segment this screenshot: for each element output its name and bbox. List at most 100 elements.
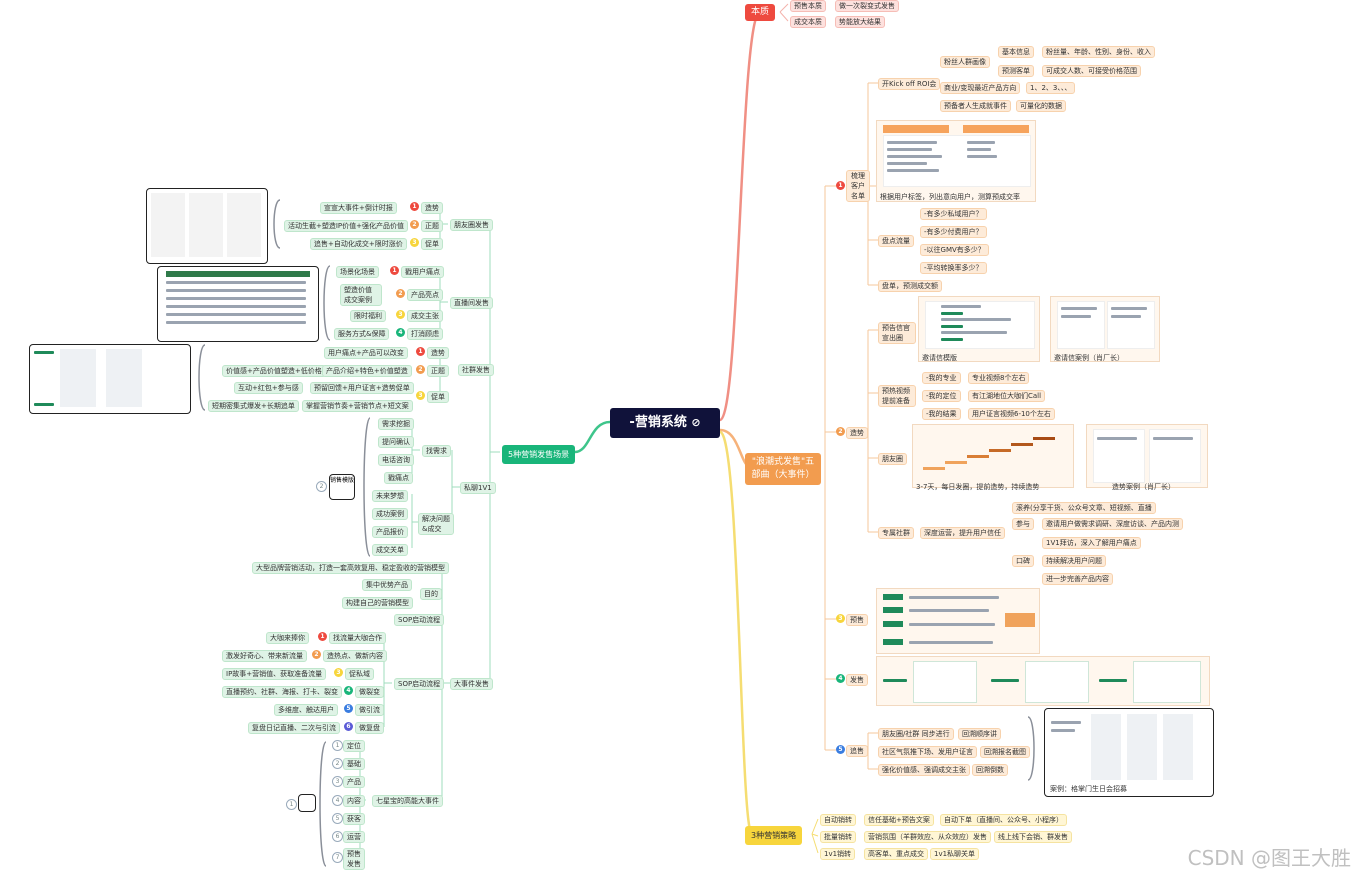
seven-group-box[interactable]: [298, 794, 316, 812]
sop-row-6-tag[interactable]: 做复盘: [355, 722, 384, 734]
seven-3[interactable]: 产品: [343, 776, 365, 788]
live-row-1-tag[interactable]: 戳用户痛点: [401, 266, 444, 278]
event-seven[interactable]: 七星宝的高能大事件: [372, 795, 443, 807]
followup-c-value[interactable]: 回溯倒数: [972, 764, 1008, 776]
followup-b-value[interactable]: 回溯报名截图: [980, 746, 1030, 758]
step-5-label[interactable]: 追售: [846, 745, 868, 757]
group-row-3-tag[interactable]: 促单: [427, 391, 449, 403]
pool-item-2[interactable]: -有多少付费用户？: [920, 226, 987, 238]
live-row-4[interactable]: 服务方式&保障: [334, 328, 390, 340]
deep-ops-node[interactable]: 深度运营，提升用户信任: [920, 527, 1005, 539]
pool-item-4[interactable]: -平均转换率多少？: [920, 262, 987, 274]
video-item-1-value[interactable]: 专业视频8个左右: [968, 372, 1030, 384]
scene-moments[interactable]: 朋友圈发售: [450, 219, 493, 231]
scene-live[interactable]: 直播间发售: [450, 297, 493, 309]
event-sop[interactable]: SOP启动流程: [394, 678, 445, 690]
video-node[interactable]: 预热视频提前准备: [878, 385, 916, 407]
strategy-3-mid[interactable]: 高客单、重点成交: [864, 848, 928, 860]
video-item-3[interactable]: -我的结果: [922, 408, 961, 420]
essence-deal[interactable]: 成交本质: [790, 16, 826, 28]
reputation-node[interactable]: 口碑: [1012, 555, 1034, 567]
event-goal-1[interactable]: 集中优势产品: [362, 579, 412, 591]
basic-info-value[interactable]: 粉丝量、年龄、性别、身份、收入: [1042, 46, 1155, 58]
video-item-1[interactable]: -我的专业: [922, 372, 961, 384]
strategy-2-mid[interactable]: 营销氛围（羊群效应、从众效应）发售: [864, 831, 991, 843]
sop-row-3-tag[interactable]: 促私域: [345, 668, 374, 680]
biz-value[interactable]: 1、2、3、、、: [1026, 82, 1076, 94]
moments-row-1[interactable]: 宣宣大事件+倒计时报: [320, 202, 397, 214]
step-2-label[interactable]: 造势: [846, 427, 868, 439]
sop-row-3[interactable]: IP故事+营销值、获取准备流量: [222, 668, 327, 680]
step-1-label[interactable]: 梳理客户名单: [846, 170, 870, 202]
sop-row-5[interactable]: 多维度、触达用户: [274, 704, 338, 716]
branch-five-steps[interactable]: "浪潮式发售"五部曲（大事件）: [745, 453, 821, 485]
event-goal[interactable]: 目的: [420, 588, 442, 600]
moments-row-2-tag[interactable]: 正题: [421, 220, 443, 232]
budget-node[interactable]: 预测客单: [998, 65, 1034, 77]
essence-deal-value[interactable]: 势能放大结果: [835, 16, 885, 28]
group-row-1-tag[interactable]: 造势: [427, 347, 449, 359]
group-row-1[interactable]: 用户痛点+产品可以改变: [324, 347, 408, 359]
group-row-4[interactable]: 短期密集式爆发+长期追单: [208, 400, 299, 412]
live-row-1[interactable]: 场景化场景: [336, 266, 379, 278]
live-row-3-tag[interactable]: 成交主张: [407, 310, 443, 322]
seven-6[interactable]: 运营: [343, 831, 365, 843]
private-find-2[interactable]: 提问确认: [378, 436, 414, 448]
strategy-3-end[interactable]: 1v1私聊关单: [930, 848, 980, 860]
group-row-3[interactable]: 互动+红包+参与感: [234, 382, 303, 394]
private-solve-4[interactable]: 成交关单: [372, 544, 408, 556]
sop-row-2-tag[interactable]: 造热点、做新内容: [323, 650, 387, 662]
sop-row-5-tag[interactable]: 做引流: [355, 704, 384, 716]
scene-group[interactable]: 社群发售: [458, 364, 494, 376]
step-3-label[interactable]: 预售: [846, 614, 868, 626]
event-node[interactable]: 预备者人生成就事件: [940, 100, 1011, 112]
reputation-item-3[interactable]: 进一步完善产品内容: [1042, 573, 1113, 585]
live-row-3[interactable]: 限时福利: [350, 310, 386, 322]
branch-three-strategies[interactable]: 3种营销策略: [745, 826, 803, 845]
sum-node[interactable]: 盘单，预测成交额: [878, 280, 942, 292]
event-sop-pre[interactable]: SOP启动流程: [394, 614, 445, 626]
moments-row-3[interactable]: 追售+自动化成交+限时涨价: [310, 238, 407, 250]
group-row-4b[interactable]: 掌握营销节奏+营销节点+短文案: [302, 400, 413, 412]
seven-2[interactable]: 基础: [343, 758, 365, 770]
branch-five-scenes[interactable]: 5种营销发售场景: [502, 445, 576, 464]
root-node[interactable]: -营销系统 ⊘: [610, 408, 720, 438]
group-row-2b[interactable]: 产品介绍+特色+价值塑造: [322, 365, 412, 377]
step-4-label[interactable]: 发售: [846, 674, 868, 686]
private-find-1[interactable]: 需求挖掘: [378, 418, 414, 430]
pool-node[interactable]: 盘点流量: [878, 235, 914, 247]
private-solve-2[interactable]: 成功案例: [372, 508, 408, 520]
participate-node[interactable]: 参与: [1012, 518, 1034, 530]
strategy-2-label[interactable]: 批量销转: [820, 831, 856, 843]
event-value[interactable]: 可量化的数据: [1016, 100, 1066, 112]
biz-node[interactable]: 商业/变现最近产品方向: [940, 82, 1021, 94]
sop-row-6[interactable]: 复盘日记直播、二次与引流: [248, 722, 340, 734]
private-find-4[interactable]: 戳痛点: [384, 472, 413, 484]
scene-event[interactable]: 大事件发售: [450, 678, 493, 690]
scene-private[interactable]: 私聊1V1: [460, 482, 496, 494]
live-row-2-tag[interactable]: 产品亮点: [407, 289, 443, 301]
pool-item-3[interactable]: -以往GMV有多少？: [920, 244, 989, 256]
video-item-2-value[interactable]: 有江湖地位大咖们Call: [968, 390, 1046, 402]
private-find[interactable]: 找需求: [422, 445, 451, 457]
moments-row-1-tag[interactable]: 造势: [421, 202, 443, 214]
followup-a-value[interactable]: 回溯顺序讲: [958, 728, 1001, 740]
kickoff-node[interactable]: 开Kick off ROI会: [878, 78, 941, 90]
essence-presale[interactable]: 预售本质: [790, 0, 826, 12]
strategy-1-end[interactable]: 自动下单（直播间、公众号、小程序）: [940, 814, 1067, 826]
strategy-3-label[interactable]: 1v1销转: [820, 848, 856, 860]
sop-row-4[interactable]: 直播预约、社群、海报、打卡、裂变: [222, 686, 342, 698]
private-solve-1[interactable]: 未来梦想: [372, 490, 408, 502]
followup-b[interactable]: 社区气氛推下场、发用户证言: [878, 746, 977, 758]
branch-essence[interactable]: 本质: [745, 4, 776, 21]
moments-node[interactable]: 朋友圈: [878, 453, 907, 465]
budget-value[interactable]: 可成交人数、可接受价格范围: [1042, 65, 1141, 77]
live-row-4-tag[interactable]: 打消顾虑: [407, 328, 443, 340]
seven-4[interactable]: 内容: [343, 795, 365, 807]
basic-info-node[interactable]: 基本信息: [998, 46, 1034, 58]
preview-node[interactable]: 预告信官宣出圈: [878, 322, 916, 344]
moments-row-3-tag[interactable]: 促单: [421, 238, 443, 250]
sop-row-1-tag[interactable]: 找流量大咖合作: [329, 632, 386, 644]
moments-row-2[interactable]: 活动生截+塑造IP价值+强化产品价值: [284, 220, 409, 232]
event-top[interactable]: 大型品牌营销活动，打造一套高效复用、稳定盈收的营销模型: [252, 562, 449, 574]
